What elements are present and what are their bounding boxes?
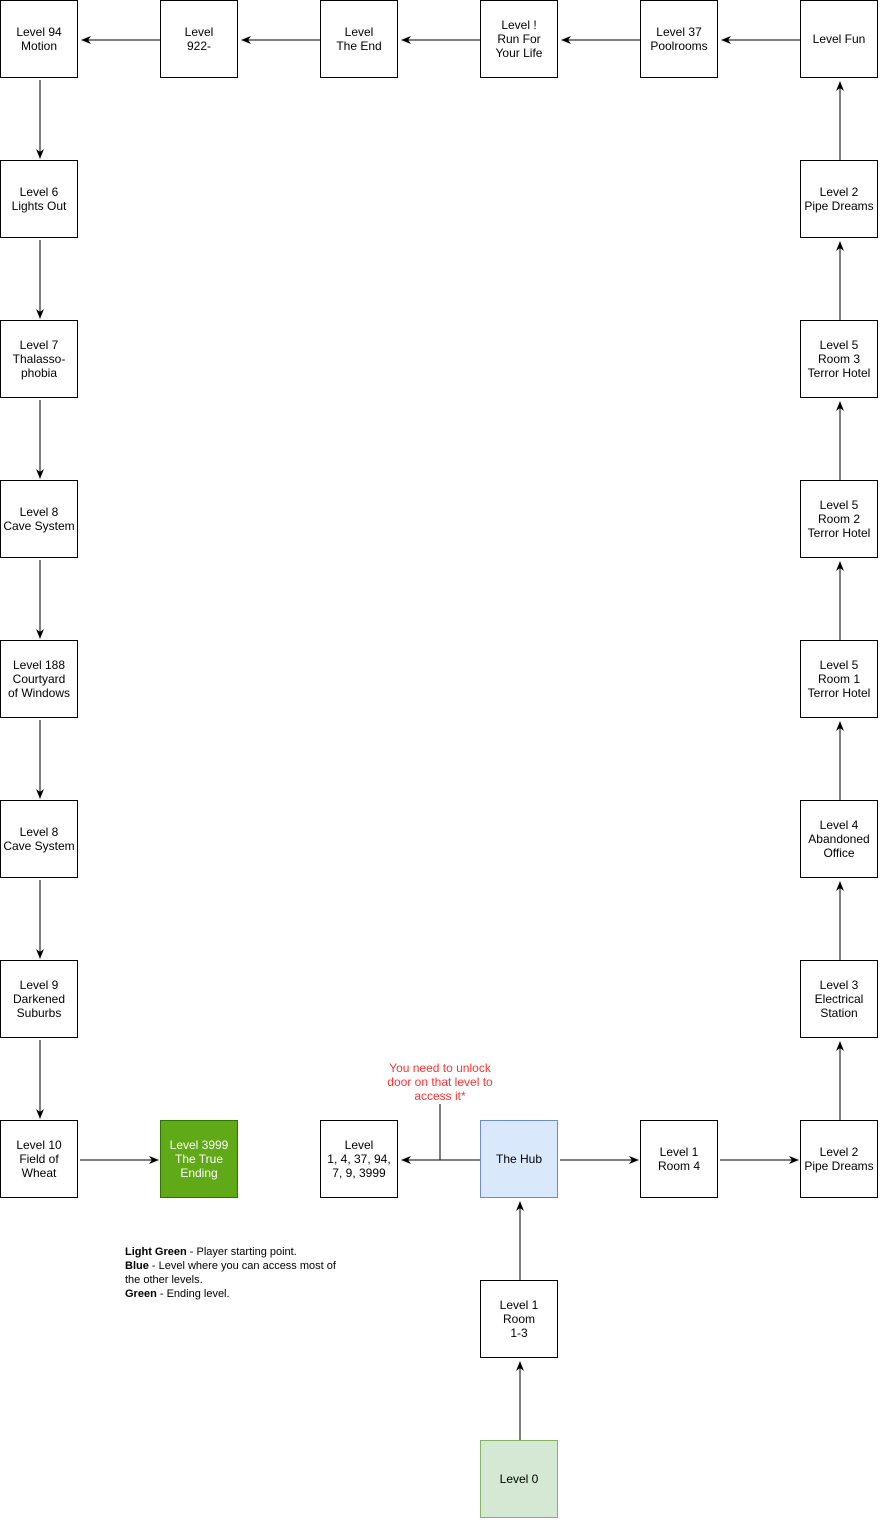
node-label: Level 5 Room 3 Terror Hotel	[807, 338, 871, 380]
node-level-188: Level 188 Courtyard of Windows	[0, 640, 78, 718]
node-level-37: Level 37 Poolrooms	[640, 0, 718, 78]
node-label: Level 2 Pipe Dreams	[804, 1145, 874, 1173]
node-label: Level 3999 The True Ending	[169, 1138, 229, 1180]
node-label: Level 37 Poolrooms	[650, 25, 708, 53]
legend-term: Light Green	[125, 1246, 187, 1258]
node-level-5-room-1: Level 5 Room 1 Terror Hotel	[800, 640, 878, 718]
node-label: Level 1, 4, 37, 94, 7, 9, 3999	[327, 1138, 391, 1180]
node-label: Level 188 Courtyard of Windows	[7, 658, 71, 700]
node-label: Level 7 Thalasso- phobia	[12, 338, 66, 380]
node-label: Level ! Run For Your Life	[495, 18, 543, 60]
node-level-4: Level 4 Abandoned Office	[800, 800, 878, 878]
node-level-5-room-2: Level 5 Room 2 Terror Hotel	[800, 480, 878, 558]
node-label: The Hub	[495, 1152, 543, 1166]
node-label: Level 10 Field of Wheat	[16, 1138, 62, 1180]
legend: Light Green - Player starting point. Blu…	[125, 1245, 345, 1301]
node-label: Level 1 Room 4	[657, 1145, 701, 1173]
legend-item-green: Green - Ending level.	[125, 1287, 345, 1301]
node-label: Level 6 Lights Out	[11, 185, 67, 213]
node-label: Level 9 Darkened Suburbs	[12, 978, 66, 1020]
node-level-9: Level 9 Darkened Suburbs	[0, 960, 78, 1038]
node-label: Level 922-	[184, 25, 214, 53]
legend-term: Blue	[125, 1260, 149, 1272]
legend-desc: - Level where you can access most of the…	[125, 1260, 336, 1286]
node-label: Level 1 Room 1-3	[499, 1298, 539, 1340]
node-level-6: Level 6 Lights Out	[0, 160, 78, 238]
node-level-1-room-1-3: Level 1 Room 1-3	[480, 1280, 558, 1358]
node-level-fun: Level Fun	[800, 0, 878, 78]
node-the-hub: The Hub	[480, 1120, 558, 1198]
legend-item-light-green: Light Green - Player starting point.	[125, 1245, 345, 1259]
node-level-the-end: Level The End	[320, 0, 398, 78]
node-label: Level 5 Room 2 Terror Hotel	[807, 498, 871, 540]
legend-desc: - Ending level.	[156, 1288, 230, 1300]
node-level-8-bottom: Level 8 Cave System	[0, 800, 78, 878]
node-label: Level 8 Cave System	[3, 505, 75, 533]
legend-item-blue: Blue - Level where you can access most o…	[125, 1259, 345, 1287]
node-level-1-room-4: Level 1 Room 4	[640, 1120, 718, 1198]
node-level-0: Level 0	[480, 1440, 558, 1518]
node-label: Level 3 Electrical Station	[814, 978, 864, 1020]
node-level-5-room-3: Level 5 Room 3 Terror Hotel	[800, 320, 878, 398]
unlock-note: You need to unlock door on that level to…	[387, 1061, 493, 1103]
node-label: Level 5 Room 1 Terror Hotel	[807, 658, 871, 700]
node-level-94: Level 94 Motion	[0, 0, 78, 78]
node-level-922: Level 922-	[160, 0, 238, 78]
node-level-2-top: Level 2 Pipe Dreams	[800, 160, 878, 238]
node-level-10: Level 10 Field of Wheat	[0, 1120, 78, 1198]
node-label: Level 94 Motion	[16, 25, 62, 53]
node-label: Level The End	[336, 25, 382, 53]
node-label: Level 2 Pipe Dreams	[804, 185, 874, 213]
node-level-multi: Level 1, 4, 37, 94, 7, 9, 3999	[320, 1120, 398, 1198]
node-level-7: Level 7 Thalasso- phobia	[0, 320, 78, 398]
legend-desc: - Player starting point.	[186, 1246, 297, 1258]
node-label: Level 8 Cave System	[3, 825, 75, 853]
node-label: Level 4 Abandoned Office	[808, 818, 870, 860]
legend-term: Green	[125, 1288, 157, 1300]
node-level-2-bottom: Level 2 Pipe Dreams	[800, 1120, 878, 1198]
node-level-8-top: Level 8 Cave System	[0, 480, 78, 558]
node-level-3999: Level 3999 The True Ending	[160, 1120, 238, 1198]
node-label: Level Fun	[812, 32, 866, 46]
node-label: Level 0	[499, 1472, 539, 1486]
node-level-3: Level 3 Electrical Station	[800, 960, 878, 1038]
node-level-run-for-your-life: Level ! Run For Your Life	[480, 0, 558, 78]
